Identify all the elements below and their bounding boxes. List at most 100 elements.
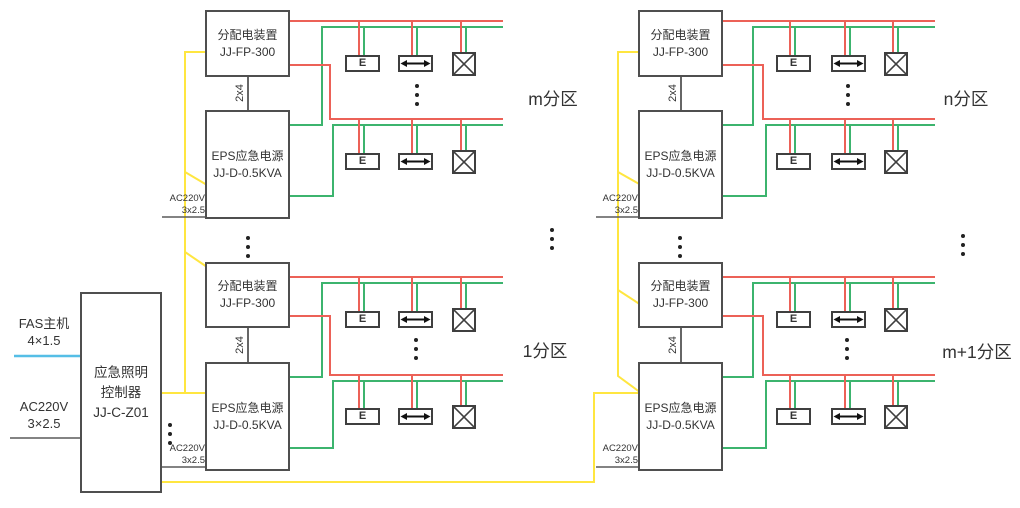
controller-to-right-column: [162, 392, 641, 483]
red-drops: [358, 21, 462, 153]
red-drops: [358, 277, 462, 408]
red-bus-row2-left: [290, 64, 503, 120]
controller-name-line1: 应急照明: [94, 364, 148, 380]
red-drops: [789, 21, 894, 153]
exit-sign-letter: E: [789, 410, 798, 422]
double-arrow-icon: [400, 316, 431, 323]
direction-sign-device: [831, 311, 866, 328]
luminaire-device: [884, 150, 908, 174]
red-bus-row4-left: [290, 315, 503, 376]
dots-zone-gap-left: [550, 228, 554, 250]
eps-label: EPS应急电源: [644, 148, 717, 163]
ellipsis-dots: [168, 84, 965, 445]
link-cable-label-unit1: 2x4: [234, 84, 246, 102]
dist-model: JJ-FP-300: [219, 296, 276, 310]
eps-model: JJ-D-0.5KVA: [646, 165, 715, 180]
dots-rows-bottom-right: [845, 338, 849, 360]
exit-sign-device: E: [345, 311, 380, 328]
x-cross-icon: [454, 407, 474, 427]
exit-sign-device: E: [776, 408, 811, 425]
dist-label: 分配电装置: [217, 27, 278, 42]
luminaire-device: [884, 52, 908, 76]
exit-sign-letter: E: [789, 57, 798, 69]
exit-sign-letter: E: [358, 313, 367, 325]
eps-model: JJ-D-0.5KVA: [213, 417, 282, 432]
eps-box-unit4: EPS应急电源 JJ-D-0.5KVA: [638, 362, 723, 471]
ac-voltage: AC220V: [602, 443, 638, 454]
zone-n-wiring: [723, 20, 935, 197]
double-arrow-icon: [400, 158, 431, 165]
dist-model: JJ-FP-300: [652, 296, 709, 310]
x-cross-icon: [886, 407, 906, 427]
link-cable-label-unit4: 2x4: [667, 336, 679, 354]
luminaire-device: [452, 150, 476, 174]
ac-voltage: AC220V: [169, 443, 205, 454]
eps-label: EPS应急电源: [211, 148, 284, 163]
exit-sign-device: E: [345, 153, 380, 170]
dots-rows-bottom-left: [414, 338, 418, 360]
exit-sign-letter: E: [789, 313, 798, 325]
green-drops: [794, 27, 899, 153]
exit-sign-letter: E: [789, 155, 798, 167]
red-bus-row2-right: [723, 64, 935, 120]
x-cross-icon: [886, 54, 906, 74]
dist-eps-link-lines: [247, 77, 682, 362]
eps-box-unit2: EPS应急电源 JJ-D-0.5KVA: [205, 362, 290, 471]
controller-model: JJ-C-Z01: [93, 404, 149, 420]
dist-model: JJ-FP-300: [652, 44, 709, 59]
fas-cable-spec: 4×1.5: [27, 333, 61, 348]
left-trunk: [184, 51, 207, 393]
eps-model: JJ-D-0.5KVA: [646, 417, 715, 432]
ac-spec: 3x2.5: [181, 454, 205, 466]
dist-label: 分配电装置: [650, 279, 711, 293]
direction-sign-device: [398, 55, 433, 72]
ac-cable-spec: 3×2.5: [27, 416, 61, 431]
double-arrow-icon: [833, 60, 864, 67]
exit-sign-letter: E: [358, 155, 367, 167]
direction-sign-device: [831, 408, 866, 425]
ac-voltage: AC220V: [602, 193, 638, 204]
x-cross-icon: [886, 152, 906, 172]
dots-rows-top-right: [846, 84, 850, 106]
branch-dist2: [184, 251, 208, 268]
double-arrow-icon: [400, 60, 431, 67]
fas-host-label: FAS主机 4×1.5: [8, 315, 80, 349]
double-arrow-icon: [833, 158, 864, 165]
luminaire-device: [884, 308, 908, 332]
fas-label-text: FAS主机: [18, 316, 70, 331]
right-trunk: [617, 51, 642, 394]
zone-label-n: n分区: [943, 89, 989, 109]
ac-spec: 3x2.5: [614, 204, 638, 216]
zone-1-wiring: [290, 276, 503, 449]
distribution-box-unit4: 分配电装置 JJ-FP-300: [638, 262, 723, 328]
ac-label-text: AC220V: [19, 399, 69, 414]
direction-sign-device: [398, 153, 433, 170]
ac-label-unit2: AC220V 3x2.5: [163, 443, 205, 466]
eps-label: EPS应急电源: [211, 400, 284, 415]
red-bus-row4-right: [723, 315, 935, 376]
dist-label: 分配电装置: [217, 279, 278, 293]
ac-label-unit4: AC220V 3x2.5: [596, 443, 638, 466]
distribution-box-unit2: 分配电装置 JJ-FP-300: [205, 262, 290, 328]
yellow-control-bus: [162, 51, 642, 483]
green-drops: [363, 27, 467, 153]
zone-m-wiring: [290, 20, 503, 197]
direction-sign-device: [398, 408, 433, 425]
exit-sign-device: E: [345, 55, 380, 72]
branch-eps3: [617, 171, 642, 186]
zone-label-1: 1分区: [522, 341, 568, 361]
zone-m1-wiring: [723, 276, 935, 449]
luminaire-device: [884, 405, 908, 429]
x-cross-icon: [886, 310, 906, 330]
luminaire-device: [452, 308, 476, 332]
eps-box-unit3: EPS应急电源 JJ-D-0.5KVA: [638, 110, 723, 219]
ac-spec: 3x2.5: [614, 454, 638, 466]
branch-dist4: [617, 289, 642, 306]
green-bus-row1-right: [723, 26, 935, 126]
distribution-box-unit3: 分配电装置 JJ-FP-300: [638, 10, 723, 77]
exit-sign-device: E: [776, 311, 811, 328]
zone-label-m: m分区: [528, 89, 578, 109]
eps-label: EPS应急电源: [644, 400, 717, 415]
